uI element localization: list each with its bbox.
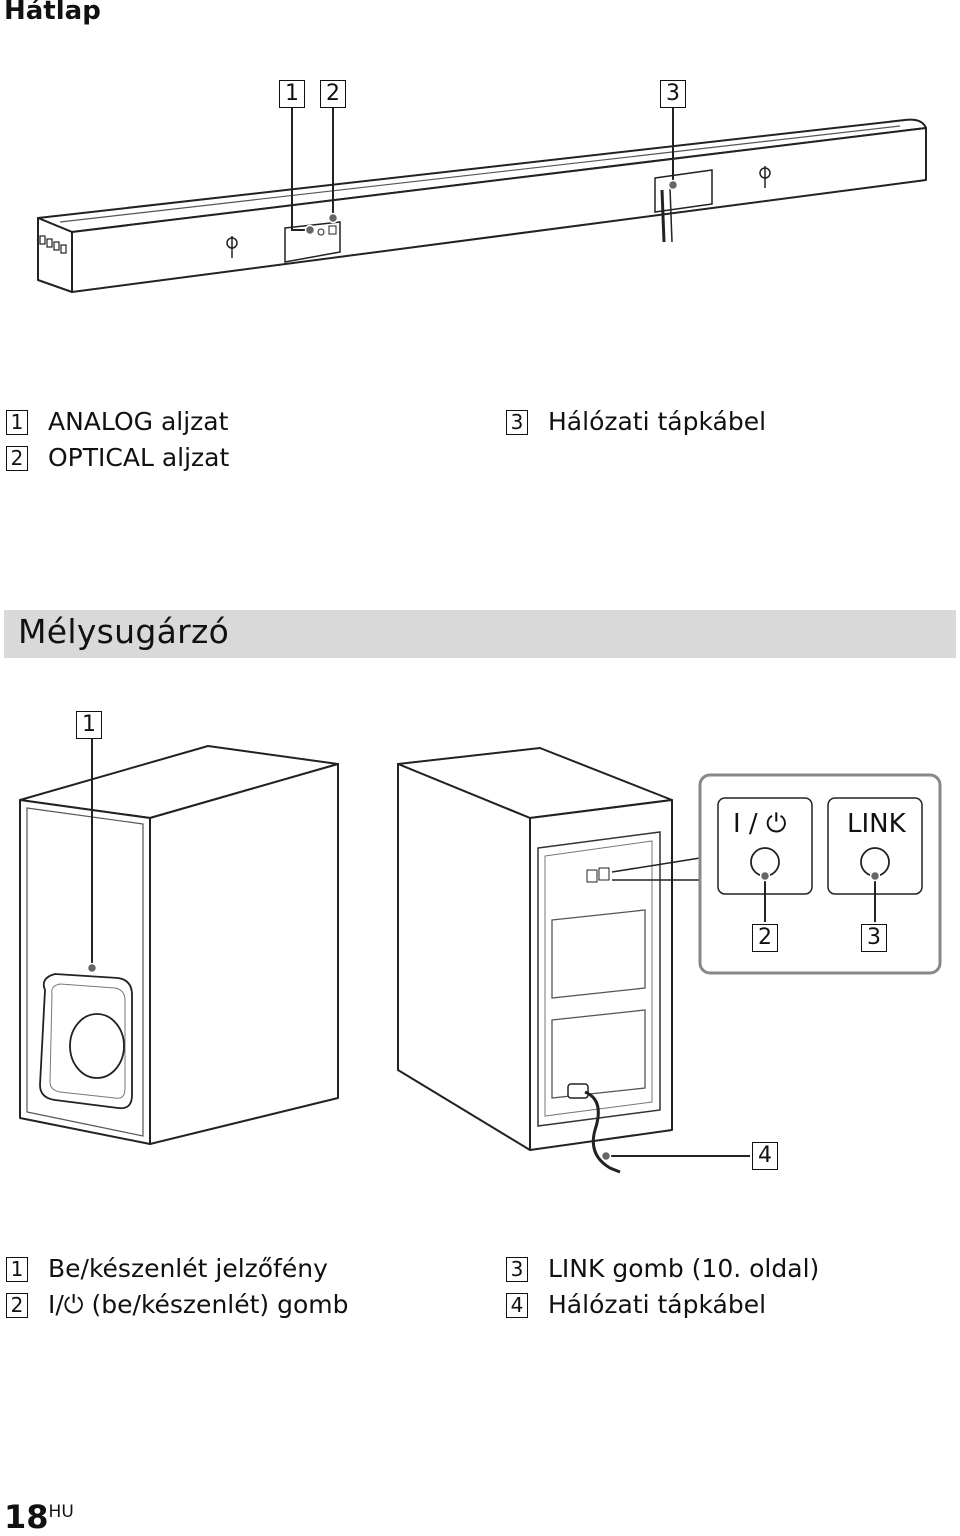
- page-number: 18HU: [4, 1498, 74, 1536]
- legend-text: Be/készenlét jelzőfény: [48, 1254, 328, 1283]
- subwoofer-legend-left: 1 Be/készenlét jelzőfény 2 I/⏻ (be/késze…: [6, 1251, 349, 1323]
- legend-number: 1: [6, 409, 28, 435]
- legend-text: LINK gomb (10. oldal): [548, 1254, 820, 1283]
- legend-item: 2 OPTICAL aljzat: [6, 440, 229, 476]
- page-language-suffix: HU: [48, 1502, 74, 1522]
- subwoofer-illustration: [19, 738, 942, 1174]
- soundbar-legend-right: 3 Hálózati tápkábel: [506, 404, 766, 440]
- legend-item: 1 Be/készenlét jelzőfény: [6, 1251, 349, 1287]
- legend-text: I/⏻ (be/készenlét) gomb: [48, 1290, 349, 1319]
- callout-4: 4: [752, 1142, 778, 1170]
- callout-3: 3: [861, 924, 887, 952]
- legend-number: 3: [506, 1256, 528, 1282]
- legend-text: Hálózati tápkábel: [548, 1290, 767, 1319]
- section-header: Mélysugárzó: [4, 610, 956, 658]
- link-button-label: LINK: [847, 809, 906, 839]
- legend-item: 3 LINK gomb (10. oldal): [506, 1251, 819, 1287]
- legend-text: Hálózati tápkábel: [548, 407, 767, 436]
- section-title: Mélysugárzó: [18, 612, 230, 651]
- page-number-value: 18: [4, 1498, 49, 1536]
- callout-2: 2: [752, 924, 778, 952]
- page-title: Hátlap: [4, 0, 101, 26]
- soundbar-illustration: [37, 107, 927, 293]
- legend-item: 4 Hálózati tápkábel: [506, 1287, 819, 1323]
- legend-item: 2 I/⏻ (be/készenlét) gomb: [6, 1287, 349, 1323]
- legend-number: 3: [506, 409, 528, 435]
- callout-2: 2: [320, 80, 346, 108]
- legend-text: OPTICAL aljzat: [48, 443, 230, 472]
- legend-text: ANALOG aljzat: [48, 407, 229, 436]
- legend-item: 3 Hálózati tápkábel: [506, 404, 766, 440]
- subwoofer-legend-right: 3 LINK gomb (10. oldal) 4 Hálózati tápká…: [506, 1251, 819, 1323]
- legend-item: 1 ANALOG aljzat: [6, 404, 229, 440]
- legend-number: 4: [506, 1292, 528, 1318]
- legend-number: 1: [6, 1256, 28, 1282]
- legend-number: 2: [6, 445, 28, 471]
- callout-3: 3: [660, 80, 686, 108]
- soundbar-legend-left: 1 ANALOG aljzat 2 OPTICAL aljzat: [6, 404, 229, 476]
- callout-1: 1: [279, 80, 305, 108]
- power-button-label: I / ⏻: [733, 809, 787, 839]
- callout-1: 1: [76, 711, 102, 739]
- legend-number: 2: [6, 1292, 28, 1318]
